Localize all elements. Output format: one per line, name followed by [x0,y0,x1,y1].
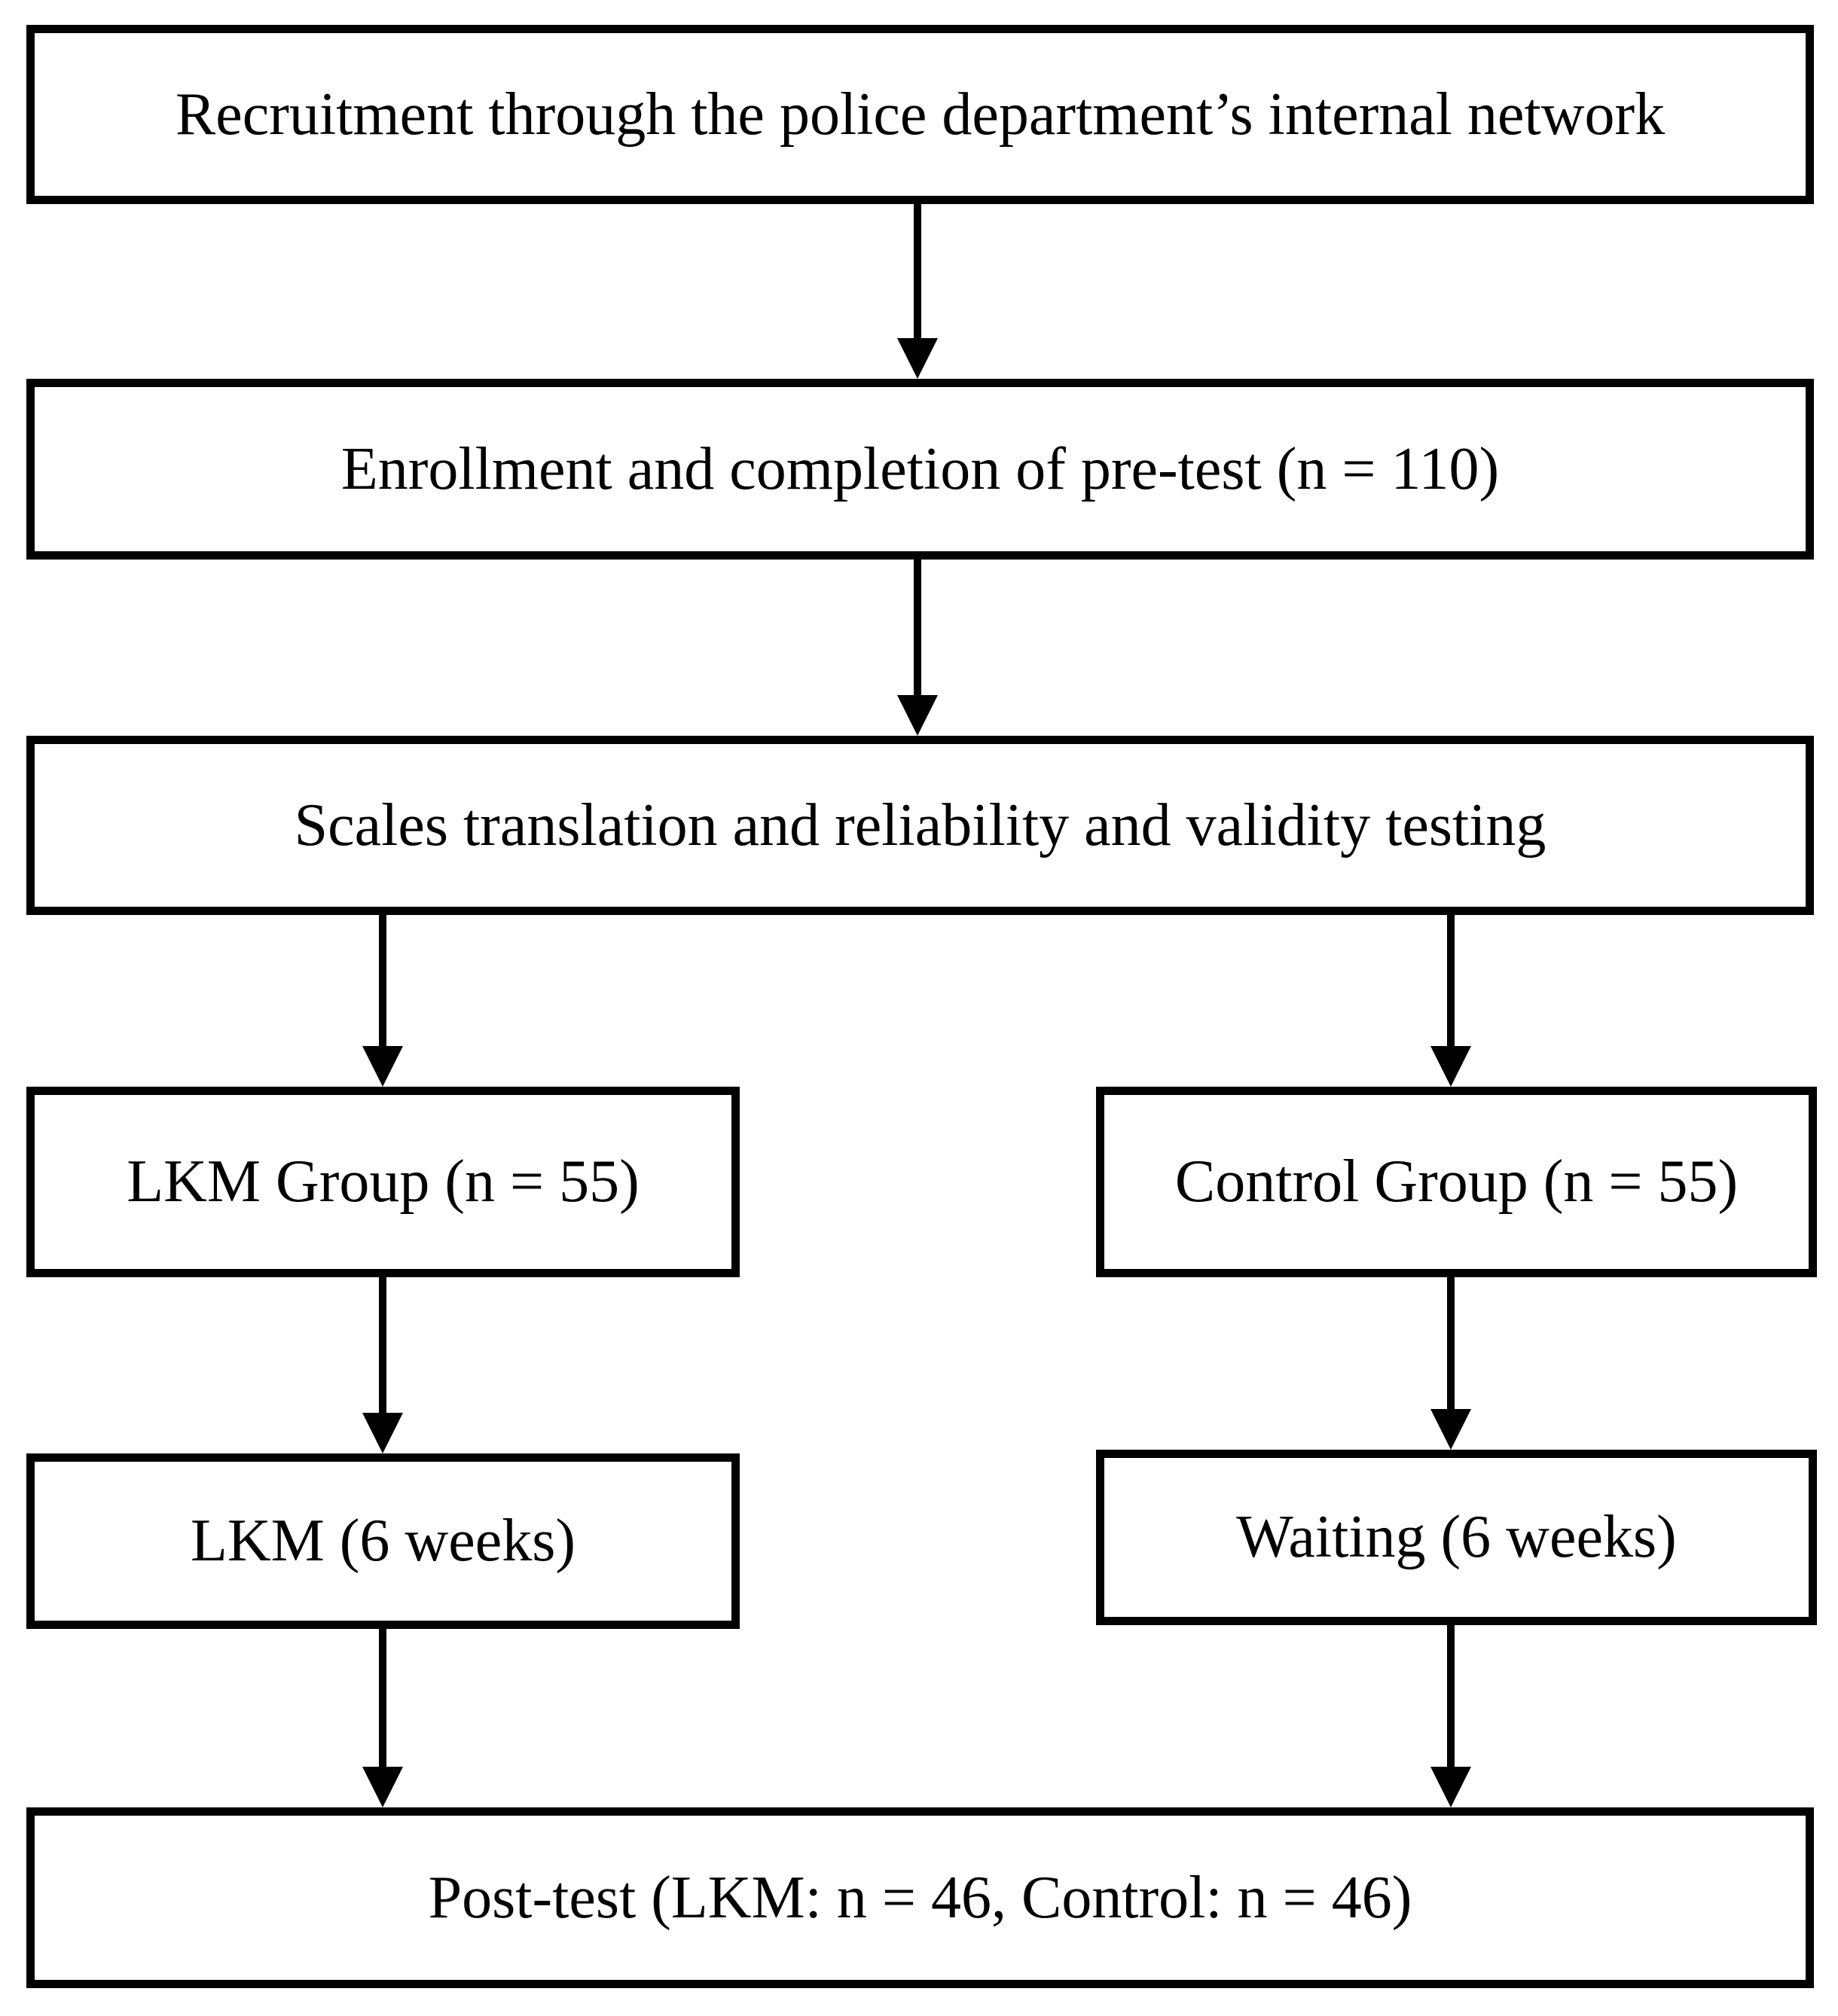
node-lkm-group-label: LKM Group (n = 55) [127,1148,640,1215]
arrow-enrollment-to-scales [897,559,938,736]
node-lkm-group: LKM Group (n = 55) [26,1087,740,1277]
arrow-shaft [1447,1623,1455,1770]
arrow-head-icon [362,1046,403,1087]
node-enrollment-label: Enrollment and completion of pre-test (n… [340,435,1500,502]
arrow-head-icon [362,1413,403,1453]
arrow-lkm-group-to-lkm [362,1277,403,1453]
arrow-shaft [379,1277,386,1416]
arrow-head-icon [897,338,938,379]
arrow-shaft [379,915,386,1049]
node-post-test: Post-test (LKM: n = 46, Control: n = 46) [26,1807,1814,1988]
arrow-shaft [1447,915,1455,1049]
arrow-shaft [914,203,921,341]
arrow-waiting-to-post-test [1430,1623,1471,1807]
node-post-test-label: Post-test (LKM: n = 46, Control: n = 46) [428,1864,1412,1931]
arrow-head-icon [362,1767,403,1807]
arrow-recruitment-to-enrollment [897,203,938,379]
arrow-shaft [914,559,921,698]
node-recruitment-label: Recruitment through the police departmen… [175,81,1665,148]
arrow-shaft [1447,1277,1455,1412]
arrow-head-icon [1430,1046,1471,1087]
arrow-scales-to-lkm-group [362,915,403,1087]
arrow-lkm-to-post-test [362,1629,403,1807]
node-enrollment: Enrollment and completion of pre-test (n… [26,379,1814,560]
node-waiting: Waiting (6 weeks) [1096,1450,1817,1625]
node-lkm-intervention-label: LKM (6 weeks) [191,1508,576,1574]
node-waiting-label: Waiting (6 weeks) [1236,1504,1677,1570]
node-control-group-label: Control Group (n = 55) [1174,1148,1739,1215]
arrow-control-group-to-waiting [1430,1277,1471,1450]
arrow-head-icon [1430,1767,1471,1807]
node-scales-testing-label: Scales translation and reliability and v… [294,791,1546,859]
node-scales-testing: Scales translation and reliability and v… [26,736,1814,915]
node-lkm-intervention: LKM (6 weeks) [26,1453,740,1629]
arrow-head-icon [1430,1409,1471,1450]
arrow-head-icon [897,695,938,736]
arrow-shaft [379,1629,386,1770]
node-control-group: Control Group (n = 55) [1096,1087,1817,1277]
node-recruitment: Recruitment through the police departmen… [26,25,1814,204]
arrow-scales-to-control-group [1430,915,1471,1087]
